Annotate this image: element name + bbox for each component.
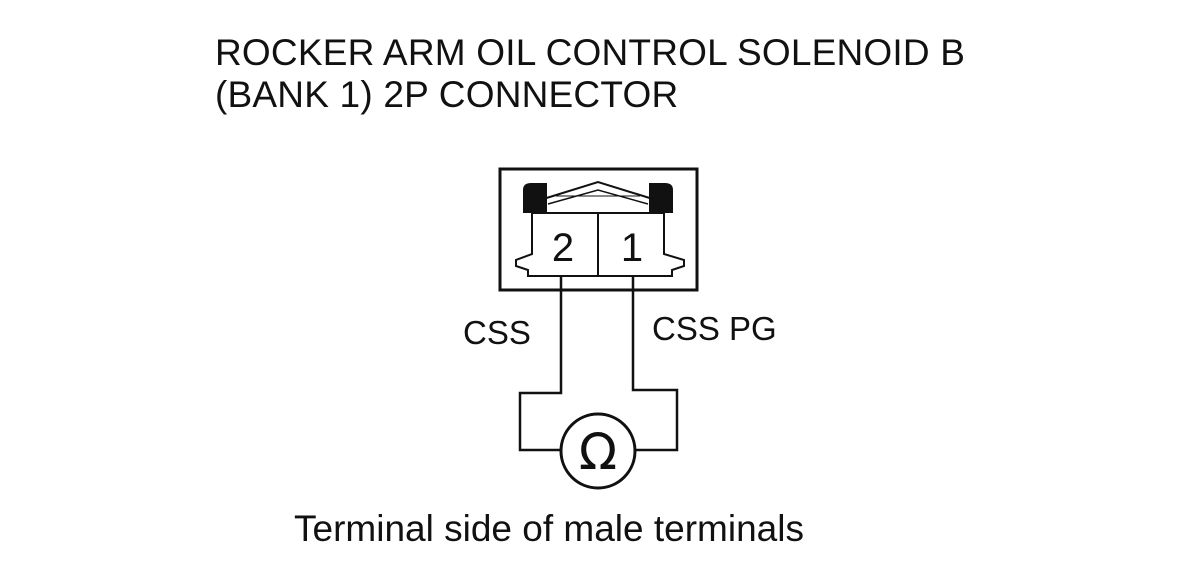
connector-latch <box>539 180 657 201</box>
wire-css <box>518 276 563 452</box>
wire-label-css: CSS <box>463 314 531 351</box>
title-line-2: (BANK 1) 2P CONNECTOR <box>215 74 679 115</box>
terminal-cavity <box>515 212 685 277</box>
wire-css-pg <box>631 276 679 452</box>
ohmmeter-icon <box>559 412 637 490</box>
diagram-title: ROCKER ARM OIL CONTROL SOLENOID B (BANK … <box>215 32 965 116</box>
terminal-number-1: 1 <box>621 226 643 270</box>
ohm-symbol: Ω <box>579 423 617 481</box>
wire-label-css-pg: CSS PG <box>652 310 777 347</box>
connector-lock-left <box>523 183 547 213</box>
diagram-caption: Terminal side of male terminals <box>294 508 804 549</box>
title-line-1: ROCKER ARM OIL CONTROL SOLENOID B <box>215 32 966 73</box>
terminal-number-2: 2 <box>552 226 574 270</box>
connector-lock-right <box>649 183 673 213</box>
